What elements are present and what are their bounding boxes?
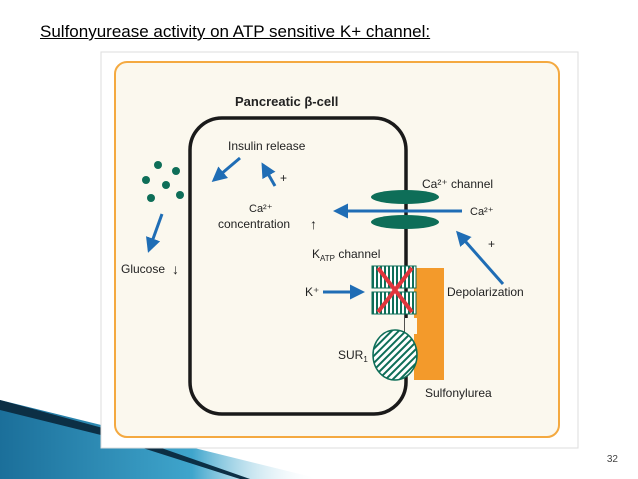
glucose-dots [142,161,184,202]
glucose-down-arrow: ↓ [172,261,179,277]
ca-concentration-line2: concentration [218,217,290,231]
glucose-label: Glucose [121,262,165,276]
ca-concentration-line1: Ca²⁺ [249,203,273,215]
slide-number: 32 [606,454,618,465]
glucose-arrow [146,213,164,253]
sulfonylurea-block [414,268,444,380]
ca-ion-label: Ca²⁺ [470,206,494,218]
sur1-label: SUR1 [338,348,368,364]
ca-channel-top [371,190,439,204]
insulin-plus-sign: + [280,171,287,185]
figure-inner-frame [114,61,560,438]
sulfonylurea-notch [405,318,417,334]
depolarization-plus-sign: + [488,237,495,251]
cell-label: Pancreatic β-cell [235,94,338,109]
insulin-arrow-left [211,156,241,182]
sur1-receptor [372,329,418,381]
depolarization-label: Depolarization [447,285,524,299]
k-ion-label: K⁺ [305,285,319,299]
katp-channel-label: KATP channel [312,247,380,263]
insulin-arrow-up [261,162,277,187]
ca-channel-bottom [371,215,439,229]
block-cross-line2 [376,266,414,314]
insulin-release-label: Insulin release [228,139,306,153]
ca-up-arrow: ↑ [310,216,317,232]
depolarization-arrow [456,230,505,285]
ca-channel-label: Ca²⁺ channel [422,177,493,191]
sulfonylurea-label: Sulfonylurea [425,386,492,400]
slide-title: Sulfonyurease activity on ATP sensitive … [40,22,431,41]
